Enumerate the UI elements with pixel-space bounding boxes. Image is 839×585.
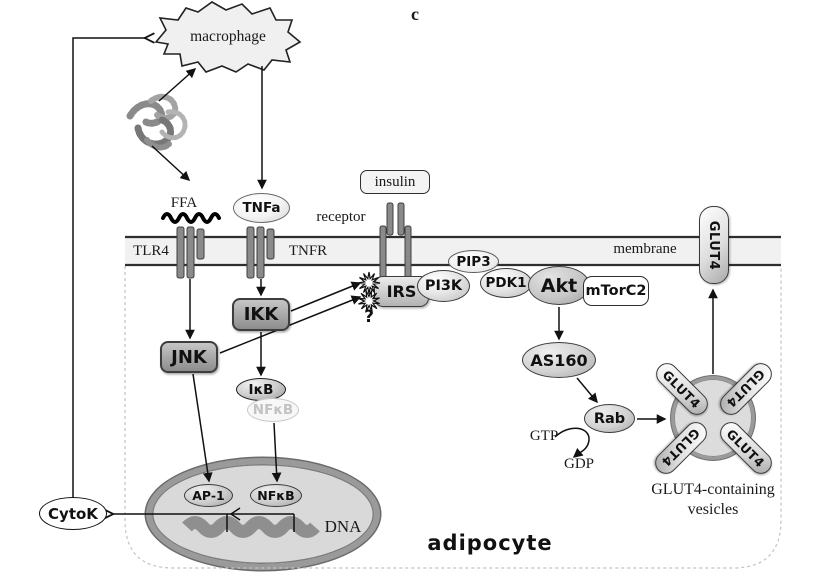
dna-band (182, 516, 320, 538)
ikb-label: IκB (248, 381, 274, 398)
vesicle-caption-line2: vesicles (687, 501, 739, 518)
irs-label: IRS (386, 282, 417, 301)
arrows (72, 38, 718, 497)
cytok-node: CytoK (39, 497, 107, 530)
ikk-label: IKK (243, 304, 279, 325)
pip3-label: PIP3 (456, 253, 491, 270)
gtp-label: GTP (529, 428, 559, 444)
question-mark: ? (364, 307, 374, 327)
tnfa-node: TNFa (233, 193, 290, 223)
jnk-label: JNK (171, 346, 207, 368)
pi3k-node: PI3K (417, 270, 470, 302)
macrophage-label: macrophage (190, 28, 266, 45)
cytok-label: CytoK (48, 504, 98, 523)
tnfr-label: TNFR (288, 242, 328, 259)
protein-structure-icon (126, 93, 188, 151)
transcription-arrow (112, 507, 295, 532)
nfkb-nucleus-label: NFκB (257, 488, 295, 503)
tnfr-receptor (246, 226, 275, 279)
akt-label: Akt (540, 274, 578, 297)
nfkb-cytoplasm-label: NFκB (252, 402, 294, 418)
tlr4-receptor (176, 226, 205, 279)
membrane-label: membrane (613, 240, 677, 257)
nfkb-cytoplasm-node: NFκB (247, 398, 299, 422)
glut4-membrane-node: GLUT4 (699, 206, 729, 284)
tlr4-label: TLR4 (133, 242, 169, 259)
vesicle-caption-line1: GLUT4-containing (651, 481, 775, 498)
pdk1-label: PDK1 (485, 275, 527, 291)
pip3-node: PIP3 (448, 250, 499, 273)
dna-label: DNA (324, 517, 362, 536)
insulin-node: insulin (360, 170, 430, 194)
ikb-node: IκB (236, 378, 286, 401)
jnk-node: JNK (160, 341, 218, 373)
receptor-label: receptor (316, 208, 366, 225)
gdp-label: GDP (563, 456, 594, 472)
ikk-node: IKK (232, 298, 290, 331)
as160-node: AS160 (522, 342, 596, 378)
adipocyte-boundary (124, 266, 782, 569)
pi3k-label: PI3K (424, 278, 463, 294)
ffa-lipid-squiggle (161, 212, 221, 224)
rab-node: Rab (584, 404, 635, 433)
glut4-membrane-label: GLUT4 (706, 220, 722, 270)
adipocyte-label: adipocyte (427, 531, 553, 555)
nfkb-nucleus-node: NFκB (250, 484, 302, 507)
insulin-label: insulin (374, 173, 416, 190)
ap1-node: AP-1 (184, 484, 233, 507)
panel-label: c (411, 3, 419, 24)
akt-node: Akt (528, 266, 590, 305)
mtorc2-node: mTorC2 (583, 276, 649, 306)
tnfa-label: TNFa (242, 200, 281, 216)
as160-label: AS160 (530, 350, 588, 370)
pdk1-node: PDK1 (480, 268, 532, 298)
macrophage-cloud (154, 1, 302, 73)
rab-label: Rab (593, 410, 626, 427)
mtorc2-label: mTorC2 (585, 283, 647, 299)
ap1-label: AP-1 (192, 488, 225, 503)
ffa-label: FFA (170, 194, 198, 211)
